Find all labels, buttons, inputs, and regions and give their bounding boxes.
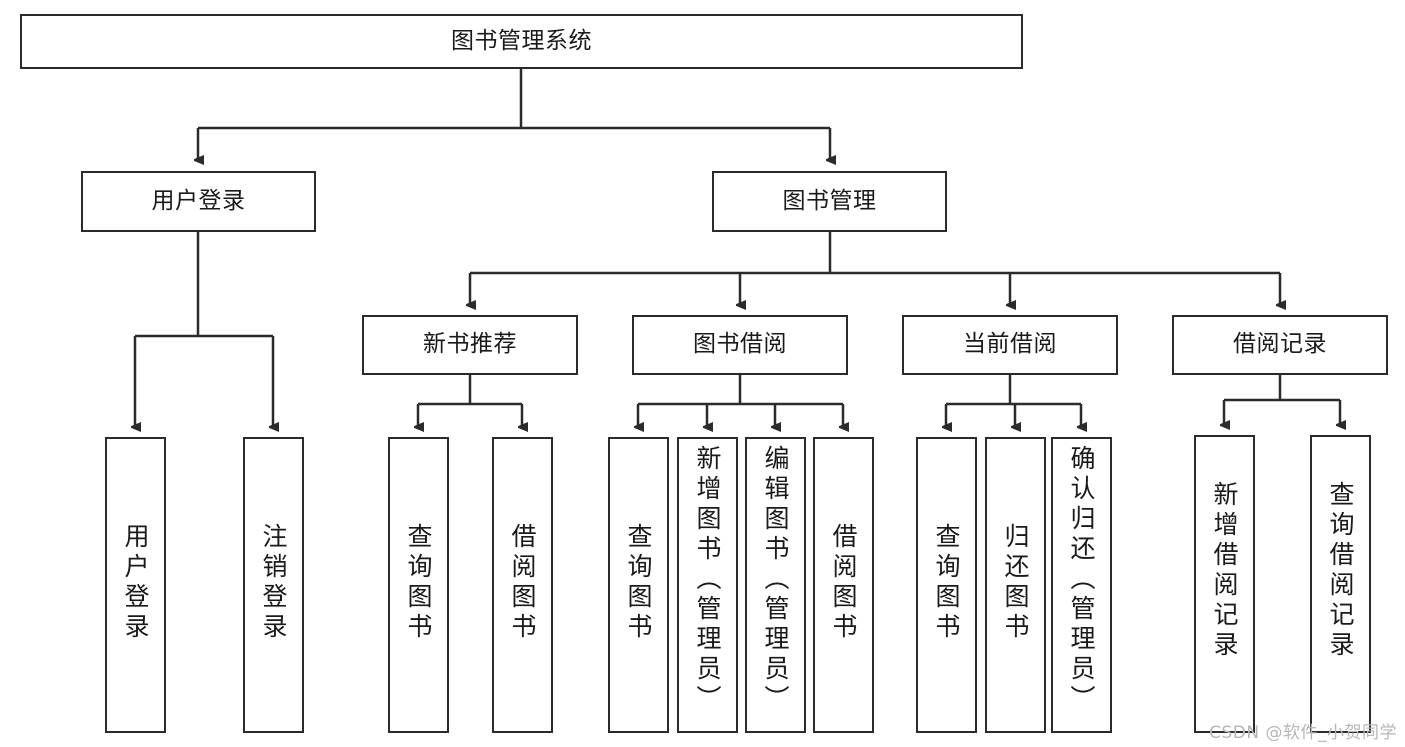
leaf-add-borrow-record[interactable]: 新增借阅记录	[1194, 435, 1255, 733]
node-label: 当前借阅	[963, 331, 1057, 358]
node-label: 新增借阅记录	[1210, 481, 1239, 661]
node-label: 注销登录	[259, 523, 288, 643]
leaf-query-book-borrow[interactable]: 查询图书	[608, 437, 669, 733]
leaf-add-book-admin[interactable]: 新增图书（管理员）	[677, 437, 738, 733]
node-label: 查询借阅记录	[1326, 481, 1355, 661]
node-label: 借阅记录	[1233, 331, 1327, 358]
node-label: 新增图书（管理员）	[693, 445, 722, 715]
node-label: 图书管理	[782, 187, 877, 214]
leaf-borrow-book[interactable]: 借阅图书	[813, 437, 874, 733]
leaf-borrow-book-recommend[interactable]: 借阅图书	[492, 437, 553, 733]
leaf-return-book[interactable]: 归还图书	[985, 437, 1046, 733]
node-label: 图书管理系统	[451, 27, 592, 54]
leaf-query-borrow-record[interactable]: 查询借阅记录	[1310, 435, 1371, 733]
node-label: 图书借阅	[693, 331, 787, 358]
node-label: 用户登录	[151, 187, 246, 214]
leaf-query-book-recommend[interactable]: 查询图书	[388, 437, 449, 733]
node-label: 查询图书	[932, 523, 961, 643]
leaf-logout[interactable]: 注销登录	[243, 437, 304, 733]
node-label: 借阅图书	[508, 523, 537, 643]
node-label: 借阅图书	[829, 523, 858, 643]
node-label: 查询图书	[404, 523, 433, 643]
node-label: 查询图书	[624, 523, 653, 643]
leaf-user-login[interactable]: 用户登录	[105, 437, 166, 733]
leaf-query-book-current[interactable]: 查询图书	[916, 437, 977, 733]
node-label: 编辑图书（管理员）	[761, 445, 790, 715]
node-label: 确认归还（管理员）	[1067, 445, 1096, 715]
node-label: 归还图书	[1001, 523, 1030, 643]
node-book-management[interactable]: 图书管理	[712, 171, 947, 232]
node-root-system[interactable]: 图书管理系统	[20, 14, 1023, 69]
node-user-login[interactable]: 用户登录	[81, 171, 316, 232]
node-label: 用户登录	[121, 523, 150, 643]
leaf-confirm-return-admin[interactable]: 确认归还（管理员）	[1051, 437, 1112, 733]
node-current-borrow[interactable]: 当前借阅	[902, 315, 1118, 375]
leaf-edit-book-admin[interactable]: 编辑图书（管理员）	[745, 437, 806, 733]
node-label: 新书推荐	[423, 331, 517, 358]
csdn-watermark: CSDN @软件_小贺同学	[1209, 723, 1397, 743]
node-book-borrow[interactable]: 图书借阅	[632, 315, 848, 375]
node-borrow-record[interactable]: 借阅记录	[1172, 315, 1388, 375]
node-new-book-recommend[interactable]: 新书推荐	[362, 315, 578, 375]
